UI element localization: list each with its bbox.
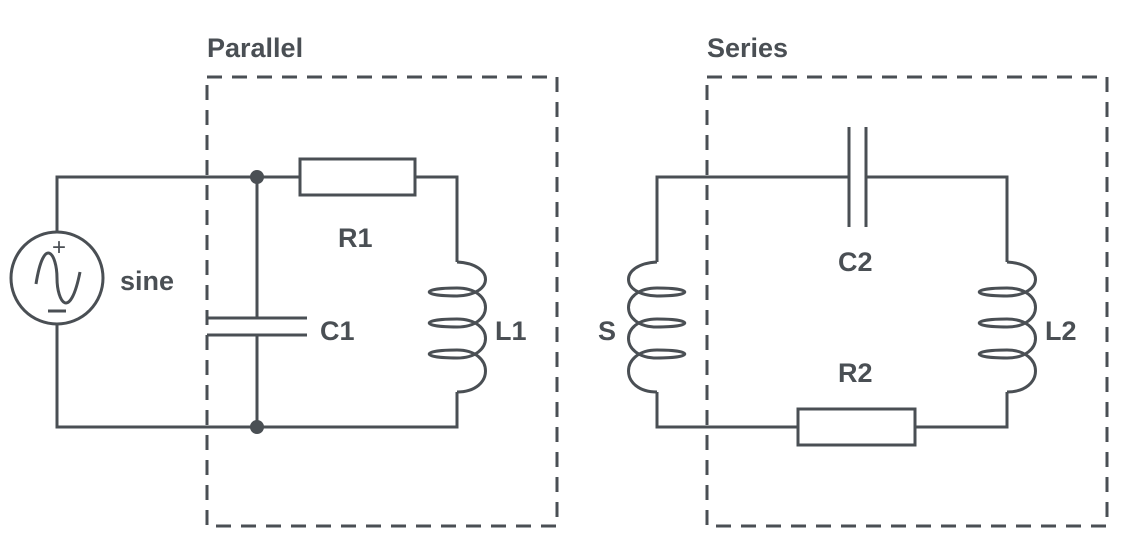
- c2-label: C2: [838, 247, 873, 277]
- source-label: sine: [120, 266, 174, 296]
- wire-top-right-a: [655, 175, 849, 262]
- capacitor-icon-c1: [207, 316, 307, 337]
- sine-voltage-source-icon: +: [9, 230, 105, 326]
- wire-top-right-b: [866, 175, 1009, 262]
- right-circuit: C2 S L2 R2: [598, 127, 1077, 447]
- inductor-coil-icon-l2: [977, 260, 1037, 394]
- l2-label: L2: [1045, 316, 1077, 346]
- left-circuit: + sine R1 C1 L1: [9, 157, 527, 434]
- wire-r1-to-l1: [415, 175, 459, 262]
- l1-label: L1: [495, 316, 527, 346]
- wire-top-left: [55, 175, 300, 233]
- parallel-group-box: [205, 75, 559, 528]
- r1-label: R1: [338, 223, 373, 253]
- s-label: S: [598, 316, 616, 346]
- r2-label: R2: [838, 358, 873, 388]
- resistor-icon-r2: [796, 407, 917, 447]
- source-plus-sign: +: [52, 234, 66, 261]
- series-group-title: Series: [707, 33, 788, 63]
- wire-bottom-right-b: [915, 392, 1009, 429]
- junction-dot-icon: [250, 420, 264, 434]
- wire-bottom-right-a: [655, 392, 798, 429]
- junction-dot-icon: [250, 170, 264, 184]
- series-group-box: [705, 75, 1109, 528]
- capacitor-icon-c2: [847, 127, 868, 227]
- parallel-group-title: Parallel: [207, 33, 303, 63]
- resistor-icon-r1: [298, 157, 417, 197]
- inductor-coil-icon-l1: [427, 260, 487, 394]
- c1-label: C1: [320, 316, 355, 346]
- inductor-coil-icon-s: [627, 260, 687, 394]
